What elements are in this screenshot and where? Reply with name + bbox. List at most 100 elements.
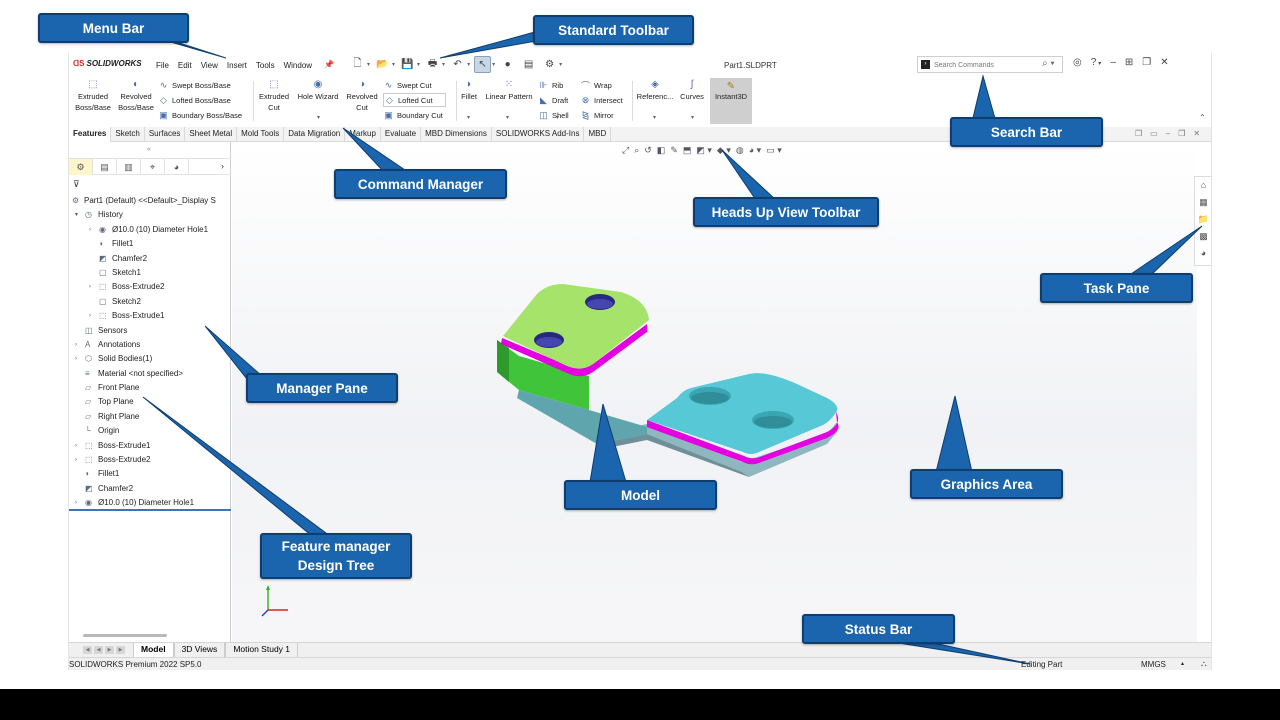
- wrap-button[interactable]: ⌒Wrap: [580, 78, 612, 92]
- options-gear-icon[interactable]: ⚙: [545, 59, 555, 70]
- file-properties-icon[interactable]: ▤: [523, 59, 534, 70]
- minimize-icon[interactable]: –: [1110, 57, 1116, 68]
- tab-sheet-metal[interactable]: Sheet Metal: [185, 127, 238, 142]
- dynamic-annotation-icon[interactable]: ✎: [670, 145, 678, 155]
- zoom-to-area-icon[interactable]: ⌕: [634, 145, 640, 155]
- reference-geometry-button[interactable]: ◈Referenc...: [635, 79, 675, 102]
- hide-show-items-icon[interactable]: ◆ ▾: [716, 145, 731, 155]
- shell-button[interactable]: ◫Shell: [538, 108, 568, 122]
- close-icon[interactable]: ✕: [1160, 57, 1169, 68]
- status-units[interactable]: MMGS: [1141, 660, 1166, 669]
- curves-button[interactable]: ∫Curves: [677, 79, 707, 102]
- tab-3d-views[interactable]: 3D Views: [173, 643, 226, 657]
- open-folder-icon[interactable]: 📂: [376, 59, 389, 70]
- file-explorer-icon[interactable]: 📁: [1197, 214, 1210, 224]
- tab-features[interactable]: Features: [69, 127, 112, 142]
- horizontal-scrollbar[interactable]: [83, 634, 167, 637]
- dimxpertmanager-tab-icon[interactable]: ⌖: [141, 159, 165, 175]
- tree-item[interactable]: ›⬚Boss-Extrude2: [69, 280, 231, 294]
- tab-model[interactable]: Model: [133, 643, 174, 657]
- tree-expander-icon[interactable]: ›: [75, 341, 77, 348]
- menu-edit[interactable]: Edit: [177, 61, 192, 70]
- tree-expander-icon[interactable]: ›: [75, 457, 77, 464]
- tab-mold-tools[interactable]: Mold Tools: [237, 127, 285, 142]
- tab-motion-study-1[interactable]: Motion Study 1: [225, 643, 299, 657]
- solidworks-resources-icon[interactable]: ⌂: [1200, 180, 1207, 190]
- extruded-boss-button[interactable]: ⬚Extruded Boss/Base: [73, 79, 113, 113]
- tree-expander-icon[interactable]: ›: [89, 284, 91, 291]
- last-tab-icon[interactable]: ▶: [116, 646, 125, 654]
- search-bar[interactable]: › ⌕ ▾: [917, 56, 1063, 73]
- rebuild-icon[interactable]: ●: [504, 59, 511, 70]
- tree-item[interactable]: ⚙Part1 (Default) <<Default>_Display S: [69, 194, 231, 208]
- print-dropdown-icon[interactable]: ▾: [442, 62, 446, 68]
- tree-item[interactable]: ▱Right Plane: [69, 410, 231, 424]
- rollback-bar[interactable]: [69, 509, 231, 511]
- tree-expander-icon[interactable]: ›: [75, 442, 77, 449]
- doc-close-icon[interactable]: ✕: [1193, 129, 1201, 138]
- tree-expander-icon[interactable]: ›: [89, 226, 91, 233]
- prev-tab-icon[interactable]: ◀: [94, 646, 103, 654]
- tab-mbd-dimensions[interactable]: MBD Dimensions: [421, 127, 492, 142]
- fillet-dropdown-icon[interactable]: ▾: [467, 115, 471, 121]
- menu-view[interactable]: View: [200, 61, 218, 70]
- zoom-to-fit-icon[interactable]: ⤢: [622, 145, 630, 155]
- restore-icon[interactable]: ❐: [1142, 57, 1152, 68]
- menu-insert[interactable]: Insert: [226, 61, 247, 70]
- doc-tile-icon[interactable]: –: [1165, 129, 1171, 138]
- view-orientation-icon[interactable]: ⬒: [682, 145, 692, 155]
- tab-mbd[interactable]: MBD: [584, 127, 612, 142]
- displaymanager-tab-icon[interactable]: ◕: [165, 159, 189, 175]
- design-library-icon[interactable]: ▦: [1199, 197, 1208, 207]
- featuremanager-tab-icon[interactable]: ⚙: [69, 159, 93, 175]
- swept-cut-button[interactable]: ∿Swept Cut: [383, 78, 432, 92]
- doc-maximize-icon[interactable]: ❐: [1178, 129, 1186, 138]
- intersect-button[interactable]: ⊗Intersect: [580, 93, 623, 107]
- units-dropdown-icon[interactable]: ▴: [1181, 661, 1185, 667]
- pattern-dropdown-icon[interactable]: ▾: [506, 115, 510, 121]
- tab-sketch[interactable]: Sketch: [111, 127, 145, 142]
- save-icon[interactable]: 💾: [401, 59, 414, 70]
- tree-item[interactable]: ▱Front Plane: [69, 381, 231, 395]
- tree-item[interactable]: ▾◷History: [69, 208, 231, 222]
- menu-file[interactable]: File: [156, 61, 169, 70]
- help-icon[interactable]: ?: [1090, 57, 1097, 68]
- linear-pattern-button[interactable]: ⁙Linear Pattern: [482, 79, 536, 102]
- options-dropdown-icon[interactable]: ▾: [559, 62, 563, 68]
- boundary-cut-button[interactable]: ▣Boundary Cut: [383, 108, 443, 122]
- tree-expander-icon[interactable]: ▾: [75, 212, 79, 219]
- select-arrow-icon[interactable]: ↖: [474, 56, 492, 73]
- lofted-boss-button[interactable]: ◇Lofted Boss/Base: [158, 93, 231, 107]
- undo-dropdown-icon[interactable]: ▾: [467, 62, 471, 68]
- tree-item[interactable]: ›◉Ø10.0 (10) Diameter Hole1: [69, 223, 231, 237]
- section-view-icon[interactable]: ◧: [656, 145, 666, 155]
- view-settings-icon[interactable]: ▭ ▾: [766, 145, 782, 155]
- configurationmanager-tab-icon[interactable]: ▥: [117, 159, 141, 175]
- pane-grip-icon[interactable]: «: [147, 146, 151, 153]
- previous-view-icon[interactable]: ↺: [644, 145, 652, 155]
- tree-item[interactable]: ▢Sketch2: [69, 295, 231, 309]
- open-dropdown-icon[interactable]: ▾: [392, 62, 396, 68]
- status-notification-icon[interactable]: ⛬: [1201, 659, 1207, 668]
- first-tab-icon[interactable]: ◀: [83, 646, 92, 654]
- collapse-ribbon-icon[interactable]: ⌃: [1199, 113, 1206, 122]
- next-tab-icon[interactable]: ▶: [105, 646, 114, 654]
- tree-item[interactable]: ›⬚Boss-Extrude1: [69, 439, 231, 453]
- instant3d-button[interactable]: ✎Instant3D: [710, 78, 752, 124]
- tree-item[interactable]: ›⬚Boss-Extrude2: [69, 453, 231, 467]
- appearances-icon[interactable]: ◕: [1200, 248, 1207, 258]
- tree-item[interactable]: ◫Sensors: [69, 324, 231, 338]
- view-palette-icon[interactable]: ▩: [1199, 231, 1208, 241]
- tree-item[interactable]: ◩Chamfer2: [69, 482, 231, 496]
- edit-appearance-icon[interactable]: ◍: [735, 145, 744, 155]
- tree-item[interactable]: ◩Chamfer2: [69, 252, 231, 266]
- print-icon[interactable]: 🖶: [427, 58, 438, 69]
- tree-item[interactable]: ◗Fillet1: [69, 237, 231, 251]
- extruded-cut-button[interactable]: ⬚Extruded Cut: [256, 79, 292, 113]
- revolved-boss-button[interactable]: ◐Revolved Boss/Base: [116, 79, 156, 113]
- filter-icon[interactable]: ⊽: [73, 179, 80, 189]
- tree-item[interactable]: ›⬚Boss-Extrude1: [69, 309, 231, 323]
- save-dropdown-icon[interactable]: ▾: [417, 62, 421, 68]
- rib-dropdown-icon[interactable]: ▾: [556, 115, 560, 121]
